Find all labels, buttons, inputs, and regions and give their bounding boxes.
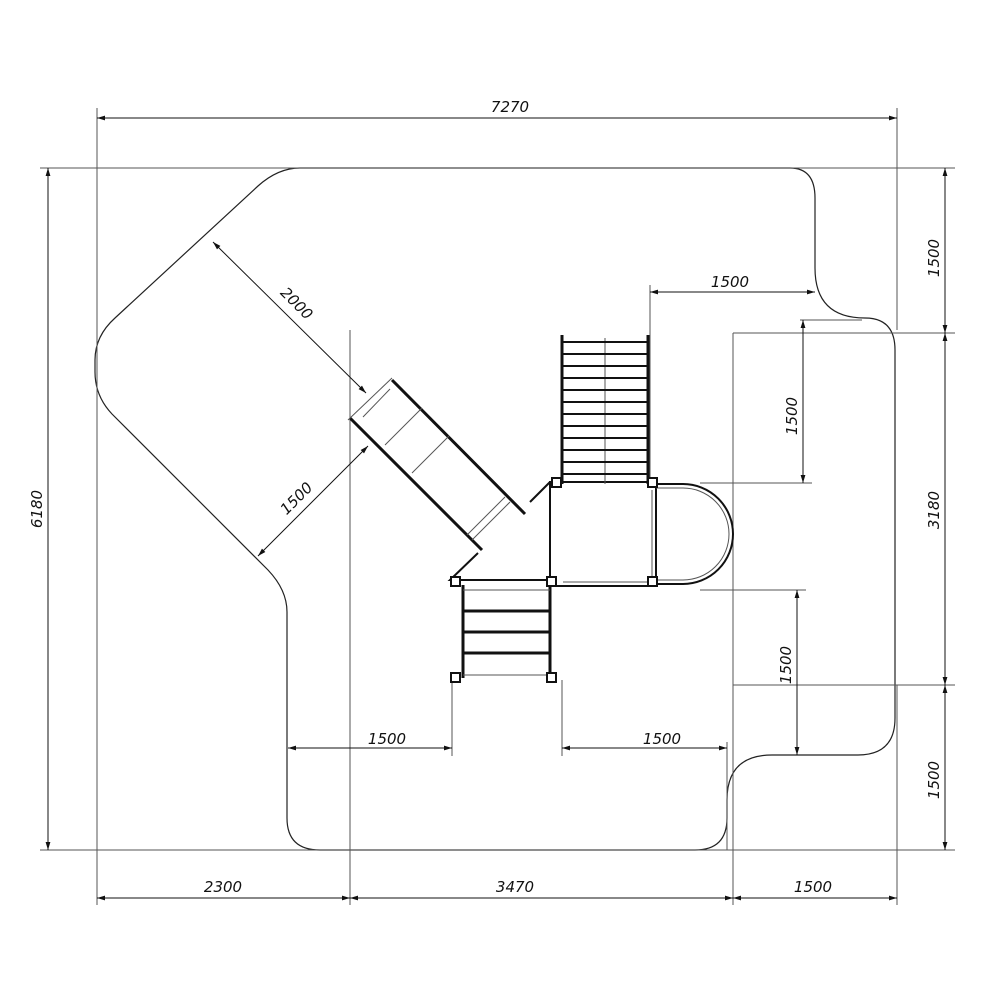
round-railing (656, 483, 734, 585)
dimension-lines (45, 115, 948, 901)
dim-bottom-middle: 3470 (496, 878, 534, 896)
dim-ladder-side: 1500 (783, 397, 801, 435)
posts (450, 477, 658, 683)
dim-slide-width: 1500 (277, 479, 317, 519)
play-structure (347, 335, 734, 683)
safety-zone-outline (94, 167, 896, 851)
dim-bottom-left: 2300 (204, 878, 242, 896)
dim-right-middle: 3180 (925, 491, 943, 529)
dim-overall-width: 7270 (491, 98, 529, 116)
stairs (461, 585, 552, 678)
extension-lines (40, 108, 955, 905)
platform (549, 481, 657, 587)
dim-slide-length: 2000 (277, 284, 317, 324)
dim-ladder-right: 1500 (711, 273, 749, 291)
climbing-ladder (560, 335, 650, 484)
slide (347, 377, 527, 552)
dim-stair-right: 1500 (643, 730, 681, 748)
dim-right-top: 1500 (925, 239, 943, 277)
dim-stair-left: 1500 (368, 730, 406, 748)
dim-overall-height: 6180 (28, 490, 46, 528)
dim-bottom-right: 1500 (794, 878, 832, 896)
dim-right-bottom: 1500 (925, 761, 943, 799)
dim-platform-right: 1500 (777, 646, 795, 684)
dimension-labels: 7270 6180 1500 3180 1500 2300 3470 1500 … (28, 98, 943, 896)
